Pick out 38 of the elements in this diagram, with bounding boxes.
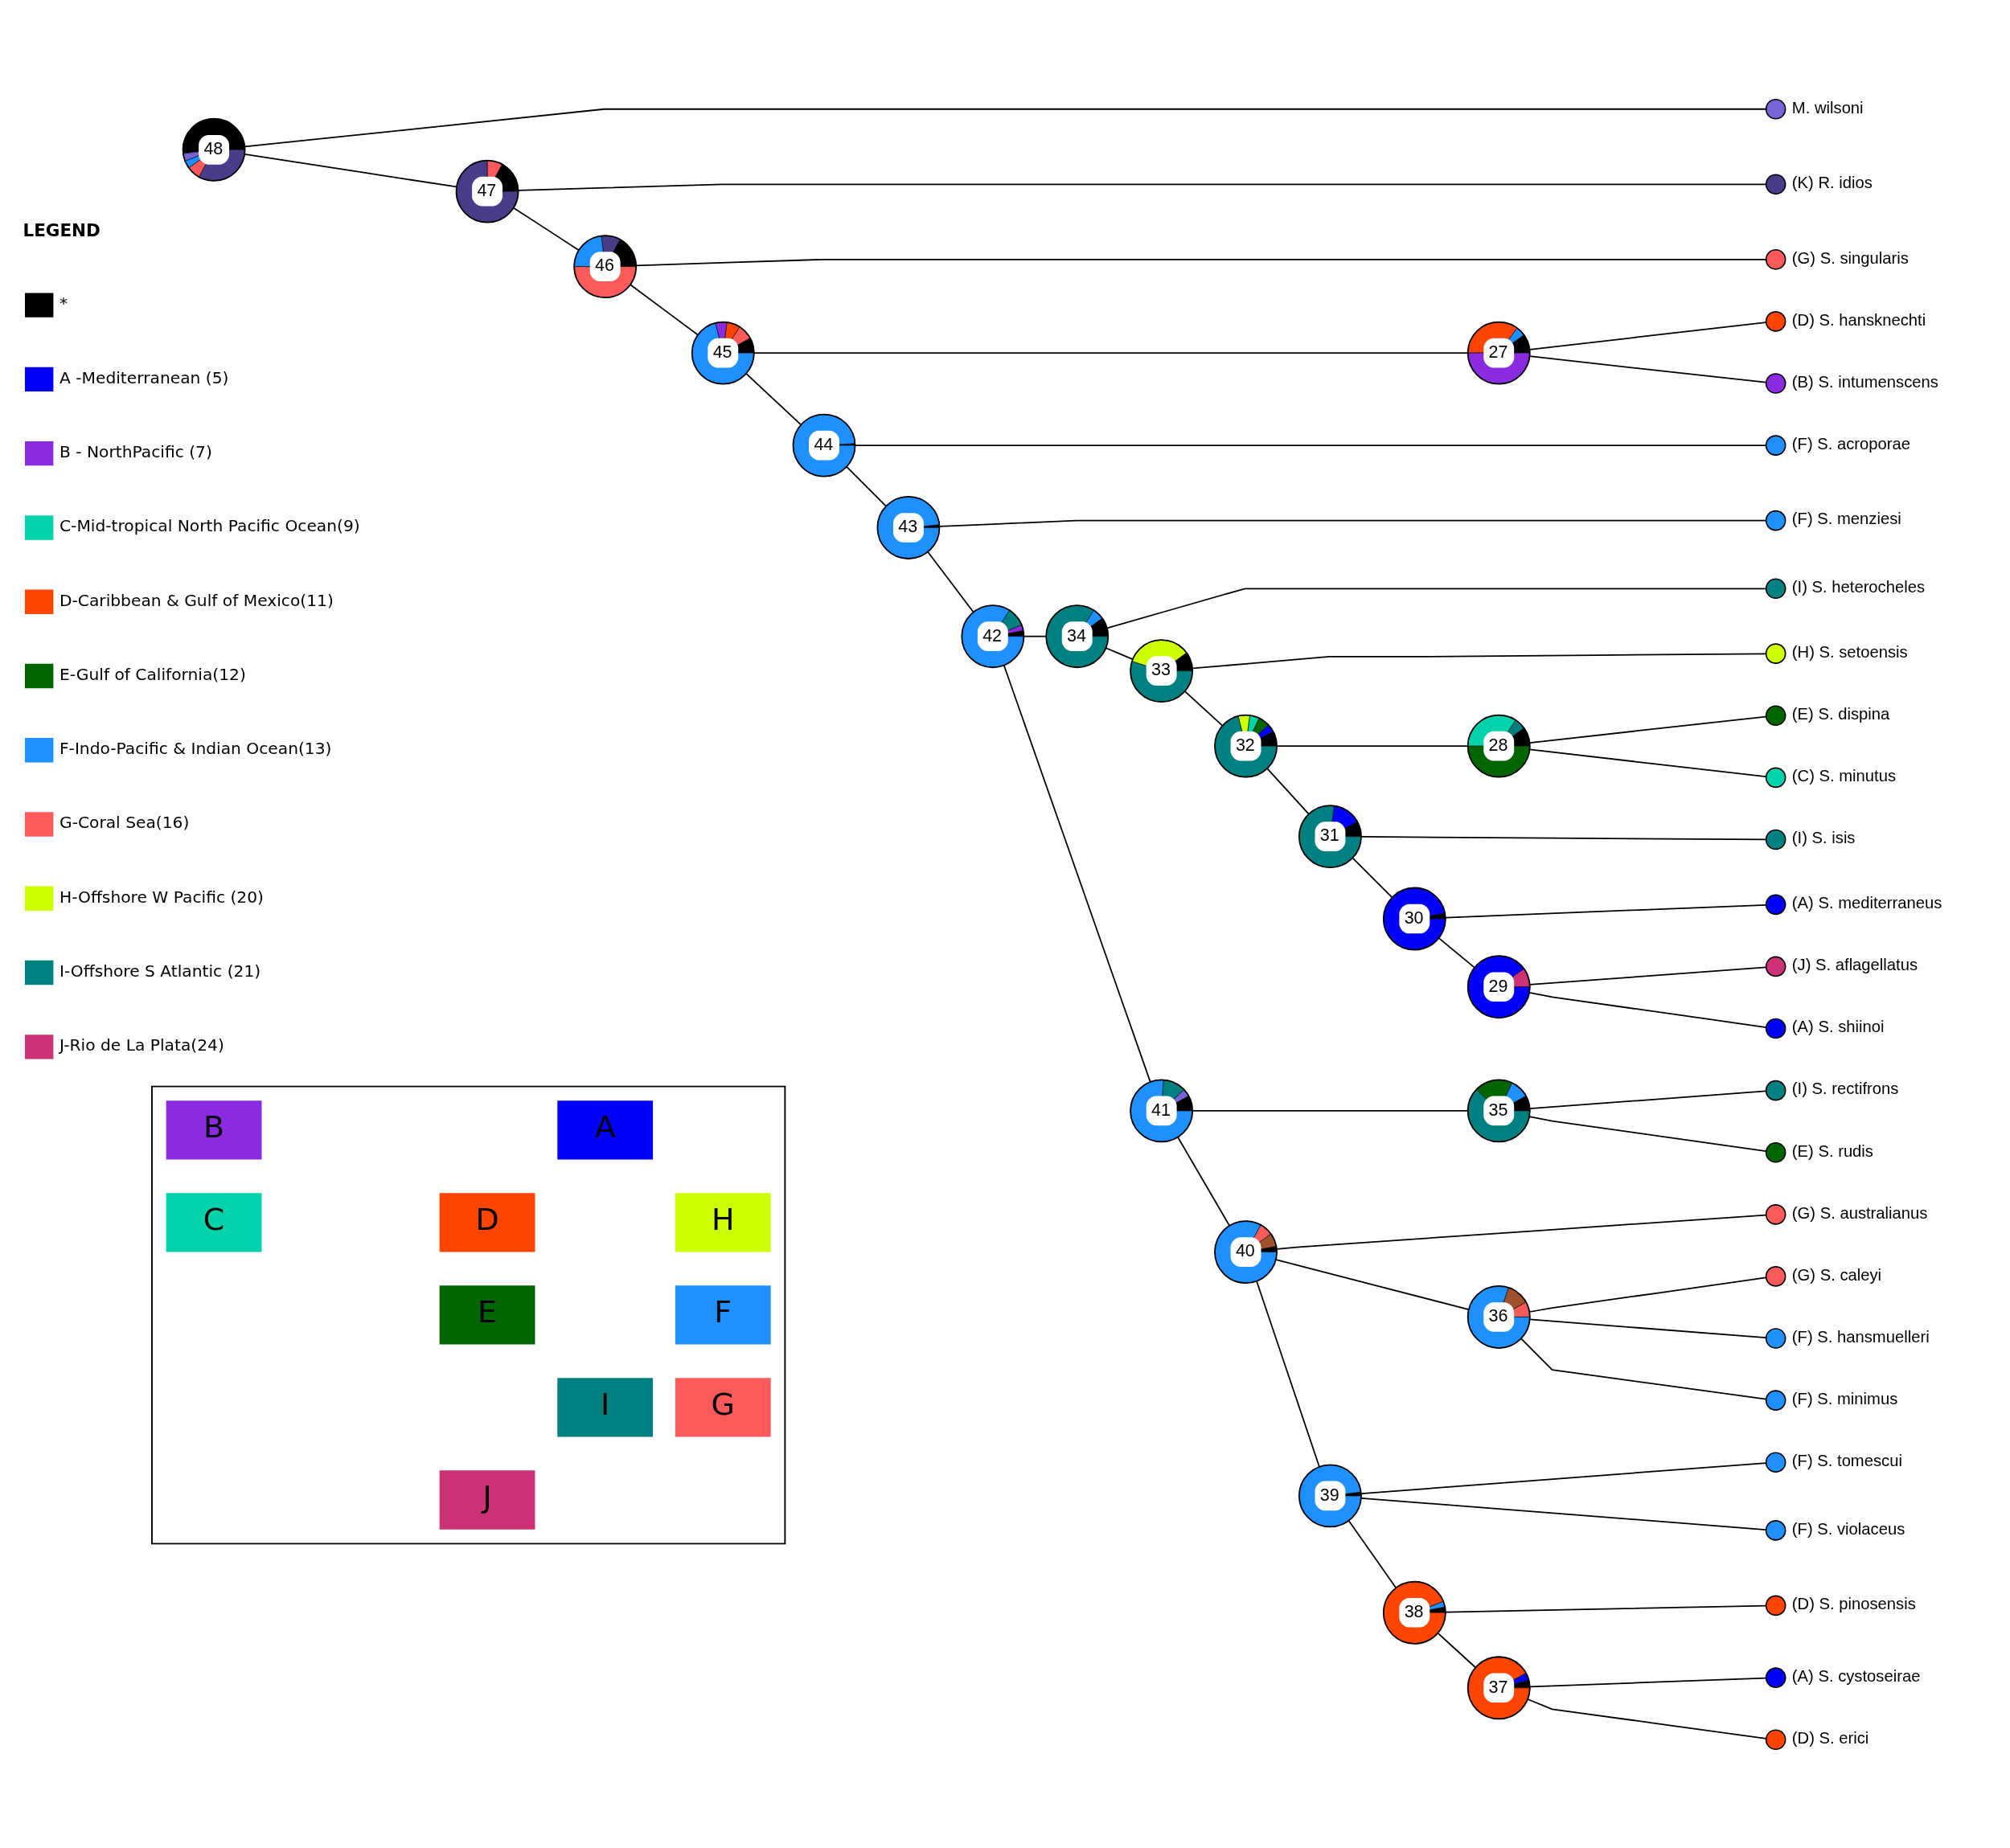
node-label: (F) S. tomescui — [1791, 1451, 1902, 1469]
node-label: (G) S. singularis — [1791, 248, 1909, 267]
node-label: (H) S. setoensis — [1791, 642, 1908, 661]
label: LEGEND — [23, 219, 100, 240]
legend-label: G-Coral Sea(16) — [59, 812, 190, 832]
legend-label: E-Gulf of California(12) — [59, 664, 246, 684]
node-label: (J) S. aflagellatus — [1791, 955, 1918, 973]
node-label: (D) S. hansknechti — [1791, 310, 1926, 329]
node-label: (A) S. mediterraneus — [1791, 893, 1942, 912]
legend-label: J-Rio de La Plata(24) — [59, 1035, 224, 1055]
node-label: M. wilsoni — [1791, 98, 1864, 117]
node-label: (F) S. violaceus — [1791, 1519, 1905, 1538]
node-label: (K) R. idios — [1791, 173, 1873, 191]
node-label: (D) S. erici — [1791, 1728, 1869, 1747]
node-label: (F) S. menziesi — [1791, 509, 1901, 527]
node-label: (G) S. australianus — [1791, 1203, 1928, 1222]
node-label: (B) S. intumenscens — [1791, 372, 1938, 391]
node-label: (F) S. acroporae — [1791, 434, 1911, 453]
legend-label: H-Offshore W Pacific (20) — [59, 887, 264, 907]
legend-label: F-Indo-Pacific & Indian Ocean(13) — [59, 738, 332, 758]
node-label: (I) S. rectifrons — [1791, 1079, 1899, 1097]
node-label: (A) S. shiinoi — [1791, 1017, 1885, 1035]
node-label: (F) S. hansmuelleri — [1791, 1327, 1930, 1346]
node-label: (E) S. rudis — [1791, 1141, 1873, 1160]
node-label: (I) S. isis — [1791, 828, 1856, 846]
node-label: (A) S. cystoseirae — [1791, 1666, 1921, 1685]
node-label: (D) S. pinosensis — [1791, 1594, 1916, 1612]
node-label: (F) S. minimus — [1791, 1389, 1898, 1408]
node-label: (E) S. dispina — [1791, 704, 1890, 723]
node-label: (G) S. caleyi — [1791, 1265, 1882, 1284]
legend-label: A -Mediterranean (5) — [59, 367, 229, 387]
legend-label: B - NorthPacific (7) — [59, 441, 212, 461]
node-label: (I) S. heterocheles — [1791, 577, 1926, 596]
legend-label: * — [59, 293, 68, 313]
node-label: (C) S. minutus — [1791, 766, 1897, 785]
legend-label: D-Caribbean & Gulf of Mexico(11) — [59, 590, 334, 610]
legend-label: I-Offshore S Atlantic (21) — [59, 961, 261, 981]
legend-label: C-Mid-tropical North Pacific Ocean(9) — [59, 515, 360, 535]
